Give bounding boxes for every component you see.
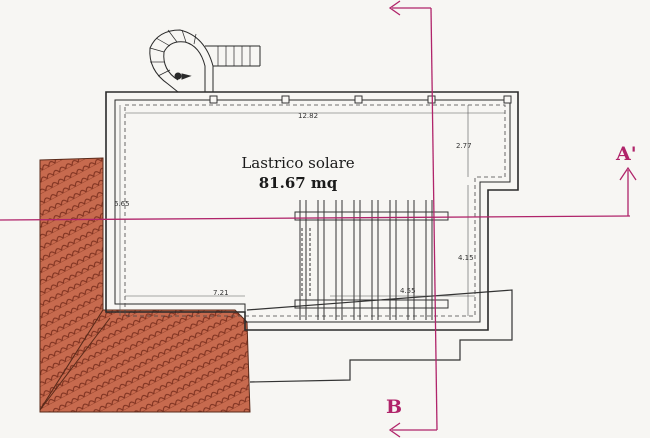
railing-posts <box>209 95 512 104</box>
lower-building-outline <box>246 289 513 383</box>
section-label-b: B <box>386 396 402 418</box>
dim-right-upper: 2.77 <box>456 142 472 150</box>
dim-right-lower: 4.15 <box>458 254 474 262</box>
dim-left-height: 6.65 <box>114 200 130 208</box>
section-label-a: A' <box>615 143 637 165</box>
pergola-stairs <box>294 200 449 320</box>
dimension-lines <box>119 105 505 316</box>
terrace-outer-wall <box>105 91 519 331</box>
room-area: 81.67 mq <box>259 174 338 192</box>
dim-top-width: 12.82 <box>298 112 318 120</box>
terrace-inner-wall <box>114 99 511 323</box>
parapet-dashed-line <box>124 104 506 317</box>
dim-bottom-left: 7.21 <box>213 289 229 297</box>
spiral-staircase <box>149 29 261 93</box>
dim-bottom-right: 4.55 <box>400 287 416 295</box>
section-line-b <box>388 0 438 438</box>
room-name: Lastrico solare <box>241 154 354 172</box>
section-line-a <box>0 166 637 221</box>
